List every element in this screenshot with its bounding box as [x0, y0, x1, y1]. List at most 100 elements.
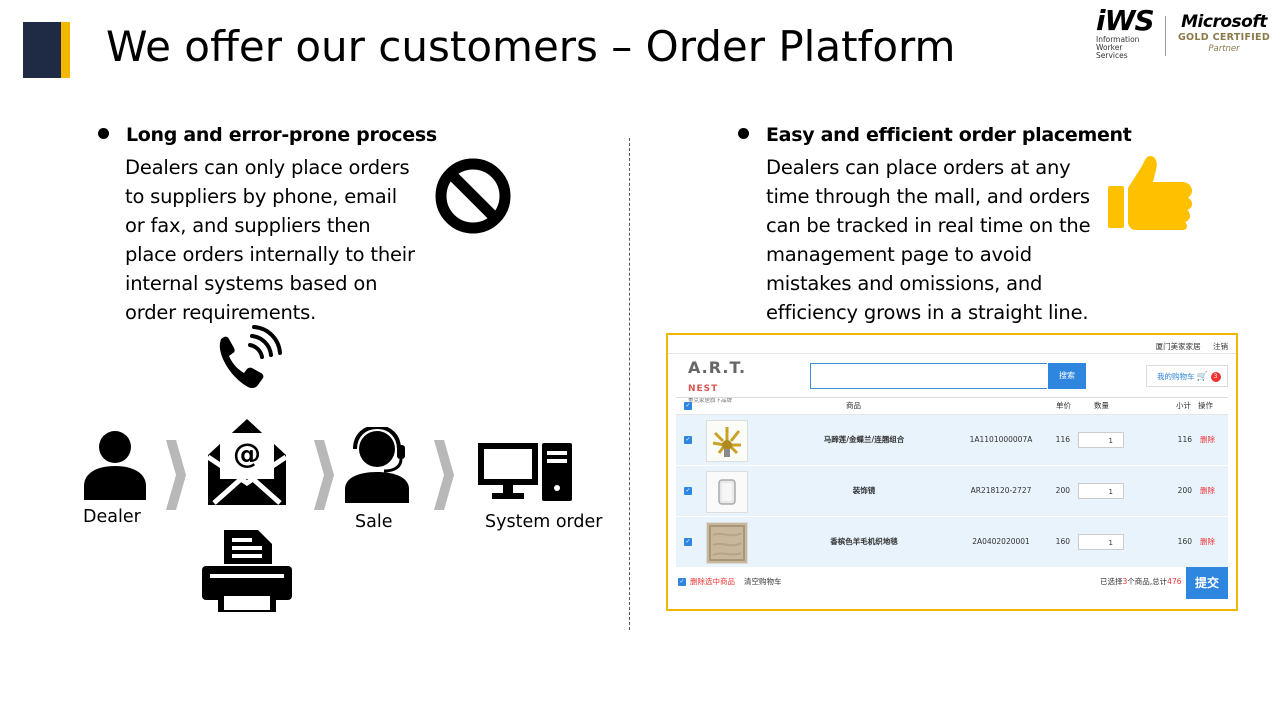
mall-search-button[interactable]: 搜索 [1048, 363, 1086, 389]
row-select-checkbox[interactable]: ✓ [684, 538, 692, 546]
logo-divider [1165, 16, 1166, 56]
summary-selected-count: 3 [1122, 577, 1128, 586]
col-subtotal: 小计 [1176, 401, 1191, 410]
flow-arrow-icon [434, 440, 454, 510]
col-quantity: 数量 [1094, 401, 1109, 410]
column-divider [629, 138, 630, 630]
cart-icon: 🛒 [1196, 372, 1209, 382]
row-quantity-input[interactable]: 1 [1078, 483, 1124, 499]
row-select-checkbox[interactable]: ✓ [684, 436, 692, 444]
left-body-line: place orders internally to their [125, 243, 415, 266]
row-select-checkbox[interactable]: ✓ [684, 487, 692, 495]
system-order-label: System order [485, 512, 603, 532]
slide-title: We offer our customers – Order Platform [106, 22, 956, 71]
row-sku: AR218120-2727 [970, 486, 1032, 495]
mall-brand-nest: NEST [688, 384, 719, 394]
left-body-line: internal systems based on [125, 272, 378, 295]
thumbs-up-icon [1108, 156, 1192, 230]
microsoft-wordmark: Microsoft [1181, 12, 1267, 32]
mall-cart-screenshot: 厦门美家家居 注销 A.R.T. NEST 美克家居旗下品牌 搜索 我的购物车 … [666, 333, 1238, 611]
right-body-line: Dealers can place orders at any [766, 156, 1071, 179]
phone-icon [219, 325, 282, 389]
mall-cart-button[interactable]: 我的购物车 🛒 3 [1146, 365, 1228, 387]
product-thumbnail-mirror [706, 471, 748, 513]
title-block-navy [23, 22, 61, 78]
cart-row: ✓ 装饰镜 AR218120-2727 200 1 200 删除 [676, 466, 1228, 517]
row-product-name: 装饰镜 [852, 486, 876, 495]
row-unit-price: 160 [1055, 537, 1070, 546]
flow-arrow-icon [166, 440, 186, 510]
iws-logo-line: Worker [1096, 43, 1123, 52]
col-action: 操作 [1198, 401, 1213, 410]
mall-search-input[interactable] [810, 363, 1047, 389]
right-heading: Easy and efficient order placement [766, 124, 1132, 146]
right-body: Dealers can place orders at any time thr… [766, 153, 1091, 327]
row-delete-link[interactable]: 删除 [1200, 435, 1215, 444]
select-all-checkbox[interactable]: ✓ [684, 402, 692, 410]
col-unit-price: 单价 [1056, 401, 1071, 410]
row-product-name: 香槟色羊毛机织地毯 [830, 537, 898, 546]
clear-cart-link[interactable]: 清空购物车 [744, 577, 782, 586]
mall-brand-mark: A.R.T. NEST [688, 359, 782, 398]
cart-footer: ✓ 删除选中商品 清空购物车 已选择3个商品,总计476 [676, 573, 1228, 591]
computer-system-icon [478, 443, 572, 501]
row-delete-link[interactable]: 删除 [1200, 486, 1215, 495]
summary-mid: 个商品,总计 [1127, 577, 1168, 586]
cart-table-header: ✓ 商品 单价 数量 小计 操作 [676, 397, 1228, 415]
delete-selected-link[interactable]: 删除选中商品 [690, 577, 735, 586]
row-subtotal: 200 [1177, 486, 1192, 495]
partner-label: Partner [1208, 44, 1240, 54]
summary-total: 476 [1167, 577, 1182, 586]
microsoft-partner-logo: Microsoft GOLD CERTIFIED Partner [1174, 12, 1274, 55]
mall-top-links: 厦门美家家居 注销 [1146, 341, 1228, 352]
product-thumbnail-rug [706, 522, 748, 564]
summary-prefix: 已选择 [1100, 577, 1123, 586]
iws-logo-line: Information [1096, 35, 1140, 44]
submit-order-button[interactable]: 提交 [1186, 567, 1228, 599]
left-body-line: order requirements. [125, 301, 317, 324]
right-body-line: efficiency grows in a straight line. [766, 301, 1089, 324]
left-body-line: to suppliers by phone, email [125, 185, 397, 208]
left-heading: Long and error-prone process [126, 124, 437, 146]
mall-brand-text: A.R.T. [688, 358, 747, 377]
left-body: Dealers can only place orders to supplie… [125, 153, 415, 327]
iws-logo-mark: iWS [1096, 4, 1155, 37]
bullet-dot [98, 128, 109, 139]
bullet-dot [738, 128, 749, 139]
mall-brand-tagline: 美克家居旗下品牌 [688, 398, 733, 404]
flow-arrow-icon [314, 440, 334, 510]
cart-row: ✓ 香槟色羊毛机织地毯 2A0402020001 160 1 160 删除 [676, 517, 1228, 568]
footer-select-checkbox[interactable]: ✓ [678, 578, 686, 586]
right-body-line: time through the mall, and orders [766, 185, 1090, 208]
iws-logo-line: Services [1096, 51, 1128, 60]
iws-logo: iWS Information Worker Services [1096, 6, 1160, 68]
sales-headset-icon [345, 427, 409, 503]
row-unit-price: 116 [1055, 435, 1070, 444]
row-quantity-input[interactable]: 1 [1078, 534, 1124, 550]
row-sku: 1A1101000007A [969, 435, 1033, 444]
left-body-line: Dealers can only place orders [125, 156, 410, 179]
mall-top-divider [668, 353, 1236, 354]
row-subtotal: 116 [1177, 435, 1192, 444]
sale-label: Sale [355, 512, 393, 532]
title-block-accent [61, 22, 70, 78]
row-quantity-input[interactable]: 1 [1078, 432, 1124, 448]
email-envelope-icon: @ [206, 419, 288, 505]
col-product: 商品 [846, 401, 861, 410]
dealer-label: Dealer [83, 507, 141, 527]
row-sku: 2A0402020001 [972, 537, 1030, 546]
right-body-line: mistakes and omissions, and [766, 272, 1043, 295]
left-body-line: or fax, and suppliers then [125, 214, 371, 237]
row-subtotal: 160 [1177, 537, 1192, 546]
mall-logout-link[interactable]: 注销 [1213, 342, 1228, 351]
cart-summary: 已选择3个商品,总计476 [1100, 573, 1182, 591]
cart-row: ✓ 马蹄莲/金蝶兰/连翘组合 1A1101000007A 116 1 116 删… [676, 415, 1228, 466]
right-body-line: can be tracked in real time on the [766, 214, 1091, 237]
row-delete-link[interactable]: 删除 [1200, 537, 1215, 546]
mall-cart-count-badge: 3 [1210, 372, 1221, 382]
gold-certified-label: GOLD CERTIFIED [1177, 32, 1271, 43]
mall-account-link[interactable]: 厦门美家家居 [1155, 342, 1201, 351]
svg-text:@: @ [233, 437, 261, 470]
mall-brand-logo: A.R.T. NEST 美克家居旗下品牌 [688, 359, 782, 405]
right-body-line: management page to avoid [766, 243, 1032, 266]
